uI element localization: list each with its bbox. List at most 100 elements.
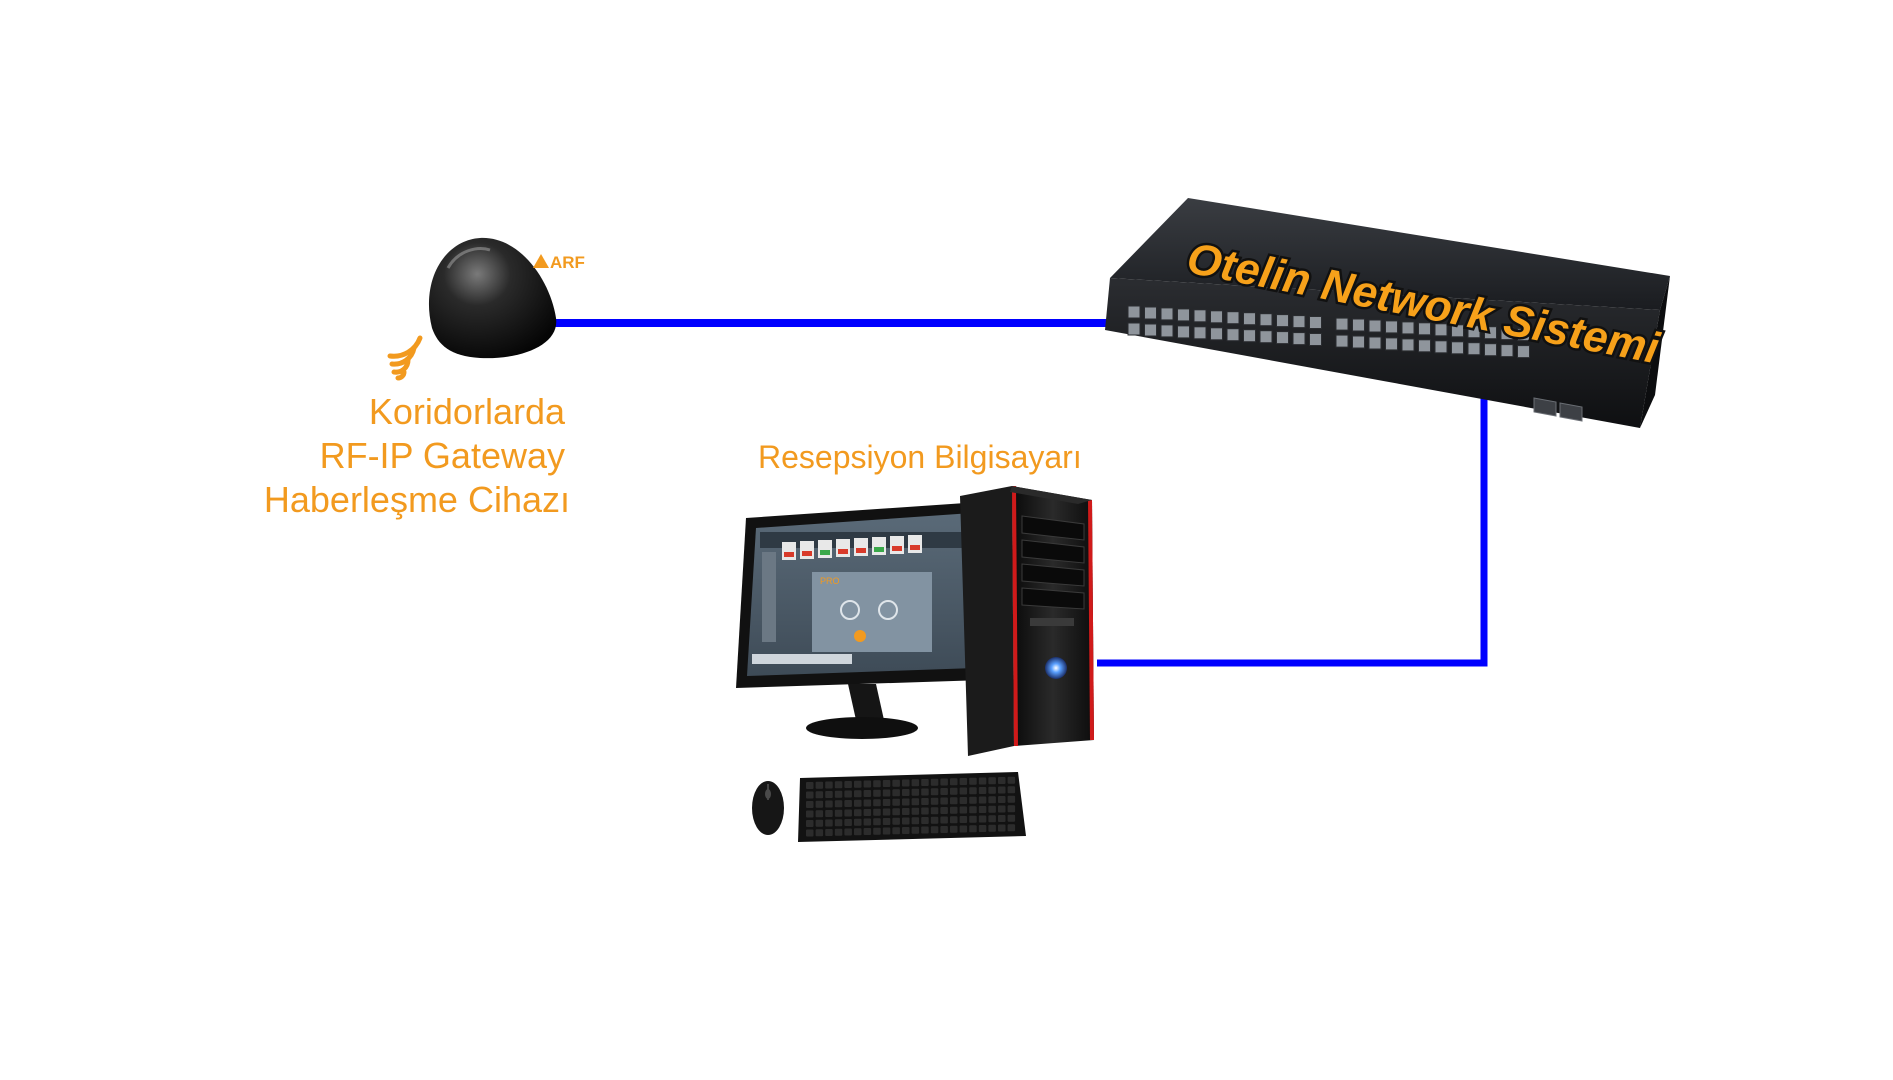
keyboard-key — [806, 820, 814, 827]
keyboard-key — [950, 825, 958, 833]
keyboard-key — [854, 780, 862, 788]
switch-port — [1309, 316, 1322, 329]
keyboard-key — [998, 815, 1006, 822]
keyboard-key — [825, 791, 833, 798]
switch-port — [1352, 318, 1365, 332]
keyboard-key — [988, 824, 996, 832]
switch-sfp-ports — [1533, 397, 1583, 422]
keyboard-key — [825, 781, 833, 789]
keyboard-key — [969, 815, 977, 823]
switch-port — [1434, 340, 1448, 354]
network-switch: Otelin Network Sistemi — [1105, 198, 1670, 428]
keyboard-key — [969, 796, 977, 804]
gateway-label-line-1: Koridorlarda — [369, 391, 566, 432]
keyboard-key — [815, 800, 824, 808]
switch-port — [1144, 323, 1157, 337]
keyboard-key — [854, 828, 862, 836]
switch-port — [1335, 317, 1349, 331]
keyboard-key — [834, 800, 843, 808]
keyboard-key — [815, 810, 824, 818]
switch-port — [1210, 310, 1223, 324]
keyboard-key — [950, 797, 958, 805]
keyboard-key — [959, 816, 968, 823]
switch-port — [1517, 345, 1530, 359]
cable-computer-to-switch — [1097, 398, 1488, 667]
switch-port — [1226, 311, 1240, 325]
keyboard-key — [873, 808, 881, 816]
keyboard-key — [902, 817, 910, 825]
keyboard-key — [892, 827, 900, 835]
keyboard-key — [844, 800, 852, 807]
keyboard-key — [882, 818, 891, 825]
keyboard-key — [998, 777, 1006, 784]
keyboard-key — [911, 798, 920, 806]
keyboard-key — [959, 787, 968, 795]
switch-port — [1418, 322, 1431, 336]
switch-port — [1226, 328, 1240, 342]
keyboard-key — [892, 817, 900, 825]
keyboard-key — [1007, 805, 1016, 813]
keyboard-key — [873, 789, 881, 797]
monitor-neck — [848, 684, 884, 720]
keyboard-key — [825, 819, 833, 827]
screen-content: PRO — [752, 532, 970, 664]
switch-top-face — [1110, 198, 1670, 310]
keyboard-key — [882, 799, 891, 806]
switch-port — [1467, 325, 1481, 339]
keyboard-key — [969, 787, 977, 795]
drive-bays — [1021, 515, 1085, 610]
keyboard-key — [921, 779, 929, 786]
keyboard-key — [873, 799, 881, 807]
keyboard-key — [921, 788, 929, 796]
keyboard-key — [1007, 786, 1016, 794]
reception-computer: Resepsiyon Bilgisayarı — [736, 439, 1094, 842]
keyboard-key — [902, 779, 910, 787]
keyboard-key — [988, 777, 996, 785]
switch-port — [1259, 330, 1273, 344]
switch-port — [1401, 338, 1415, 352]
keyboard-key — [854, 809, 862, 817]
keyboard-key — [902, 789, 910, 796]
keyboard-key — [815, 829, 824, 837]
keyboard-key — [950, 778, 958, 786]
keyboard-key — [921, 798, 929, 805]
gateway-label-line-3: Haberleşme Cihazı — [264, 479, 570, 520]
keyboard-key — [806, 801, 814, 808]
switch-port — [1243, 312, 1256, 326]
keyboard-key — [988, 796, 996, 804]
switch-port — [1484, 326, 1497, 340]
keyboard-key — [998, 796, 1006, 803]
keyboard-key — [978, 815, 987, 823]
keyboard-key — [844, 828, 852, 836]
switch-port — [1210, 327, 1223, 341]
switch-port — [1177, 325, 1190, 339]
monitor-base — [806, 717, 918, 739]
mouse — [752, 781, 784, 835]
keyboard-key — [930, 788, 939, 796]
keyboard-key — [844, 809, 852, 817]
pc-tower — [960, 486, 1094, 756]
keyboard-key — [930, 778, 939, 786]
keyboard-key — [863, 799, 872, 807]
keyboard-key — [950, 787, 958, 795]
keyboard-key — [950, 806, 958, 814]
keyboard-keys — [806, 776, 1016, 837]
switch-port — [1434, 323, 1448, 337]
keyboard-key — [873, 780, 881, 788]
keyboard-key — [892, 789, 900, 797]
switch-port — [1193, 309, 1207, 323]
switch-port — [1160, 307, 1174, 321]
keyboard-key — [959, 797, 968, 804]
keyboard-key — [815, 819, 824, 827]
keyboard-key — [950, 816, 958, 824]
keyboard-key — [863, 818, 872, 826]
keyboard-key — [834, 819, 843, 827]
keyboard-key — [998, 786, 1006, 794]
keyboard-key — [844, 819, 852, 826]
switch-port — [1352, 335, 1365, 349]
keyboard-key — [844, 781, 852, 788]
keyboard-key — [854, 799, 862, 807]
switch-port — [1368, 319, 1382, 333]
